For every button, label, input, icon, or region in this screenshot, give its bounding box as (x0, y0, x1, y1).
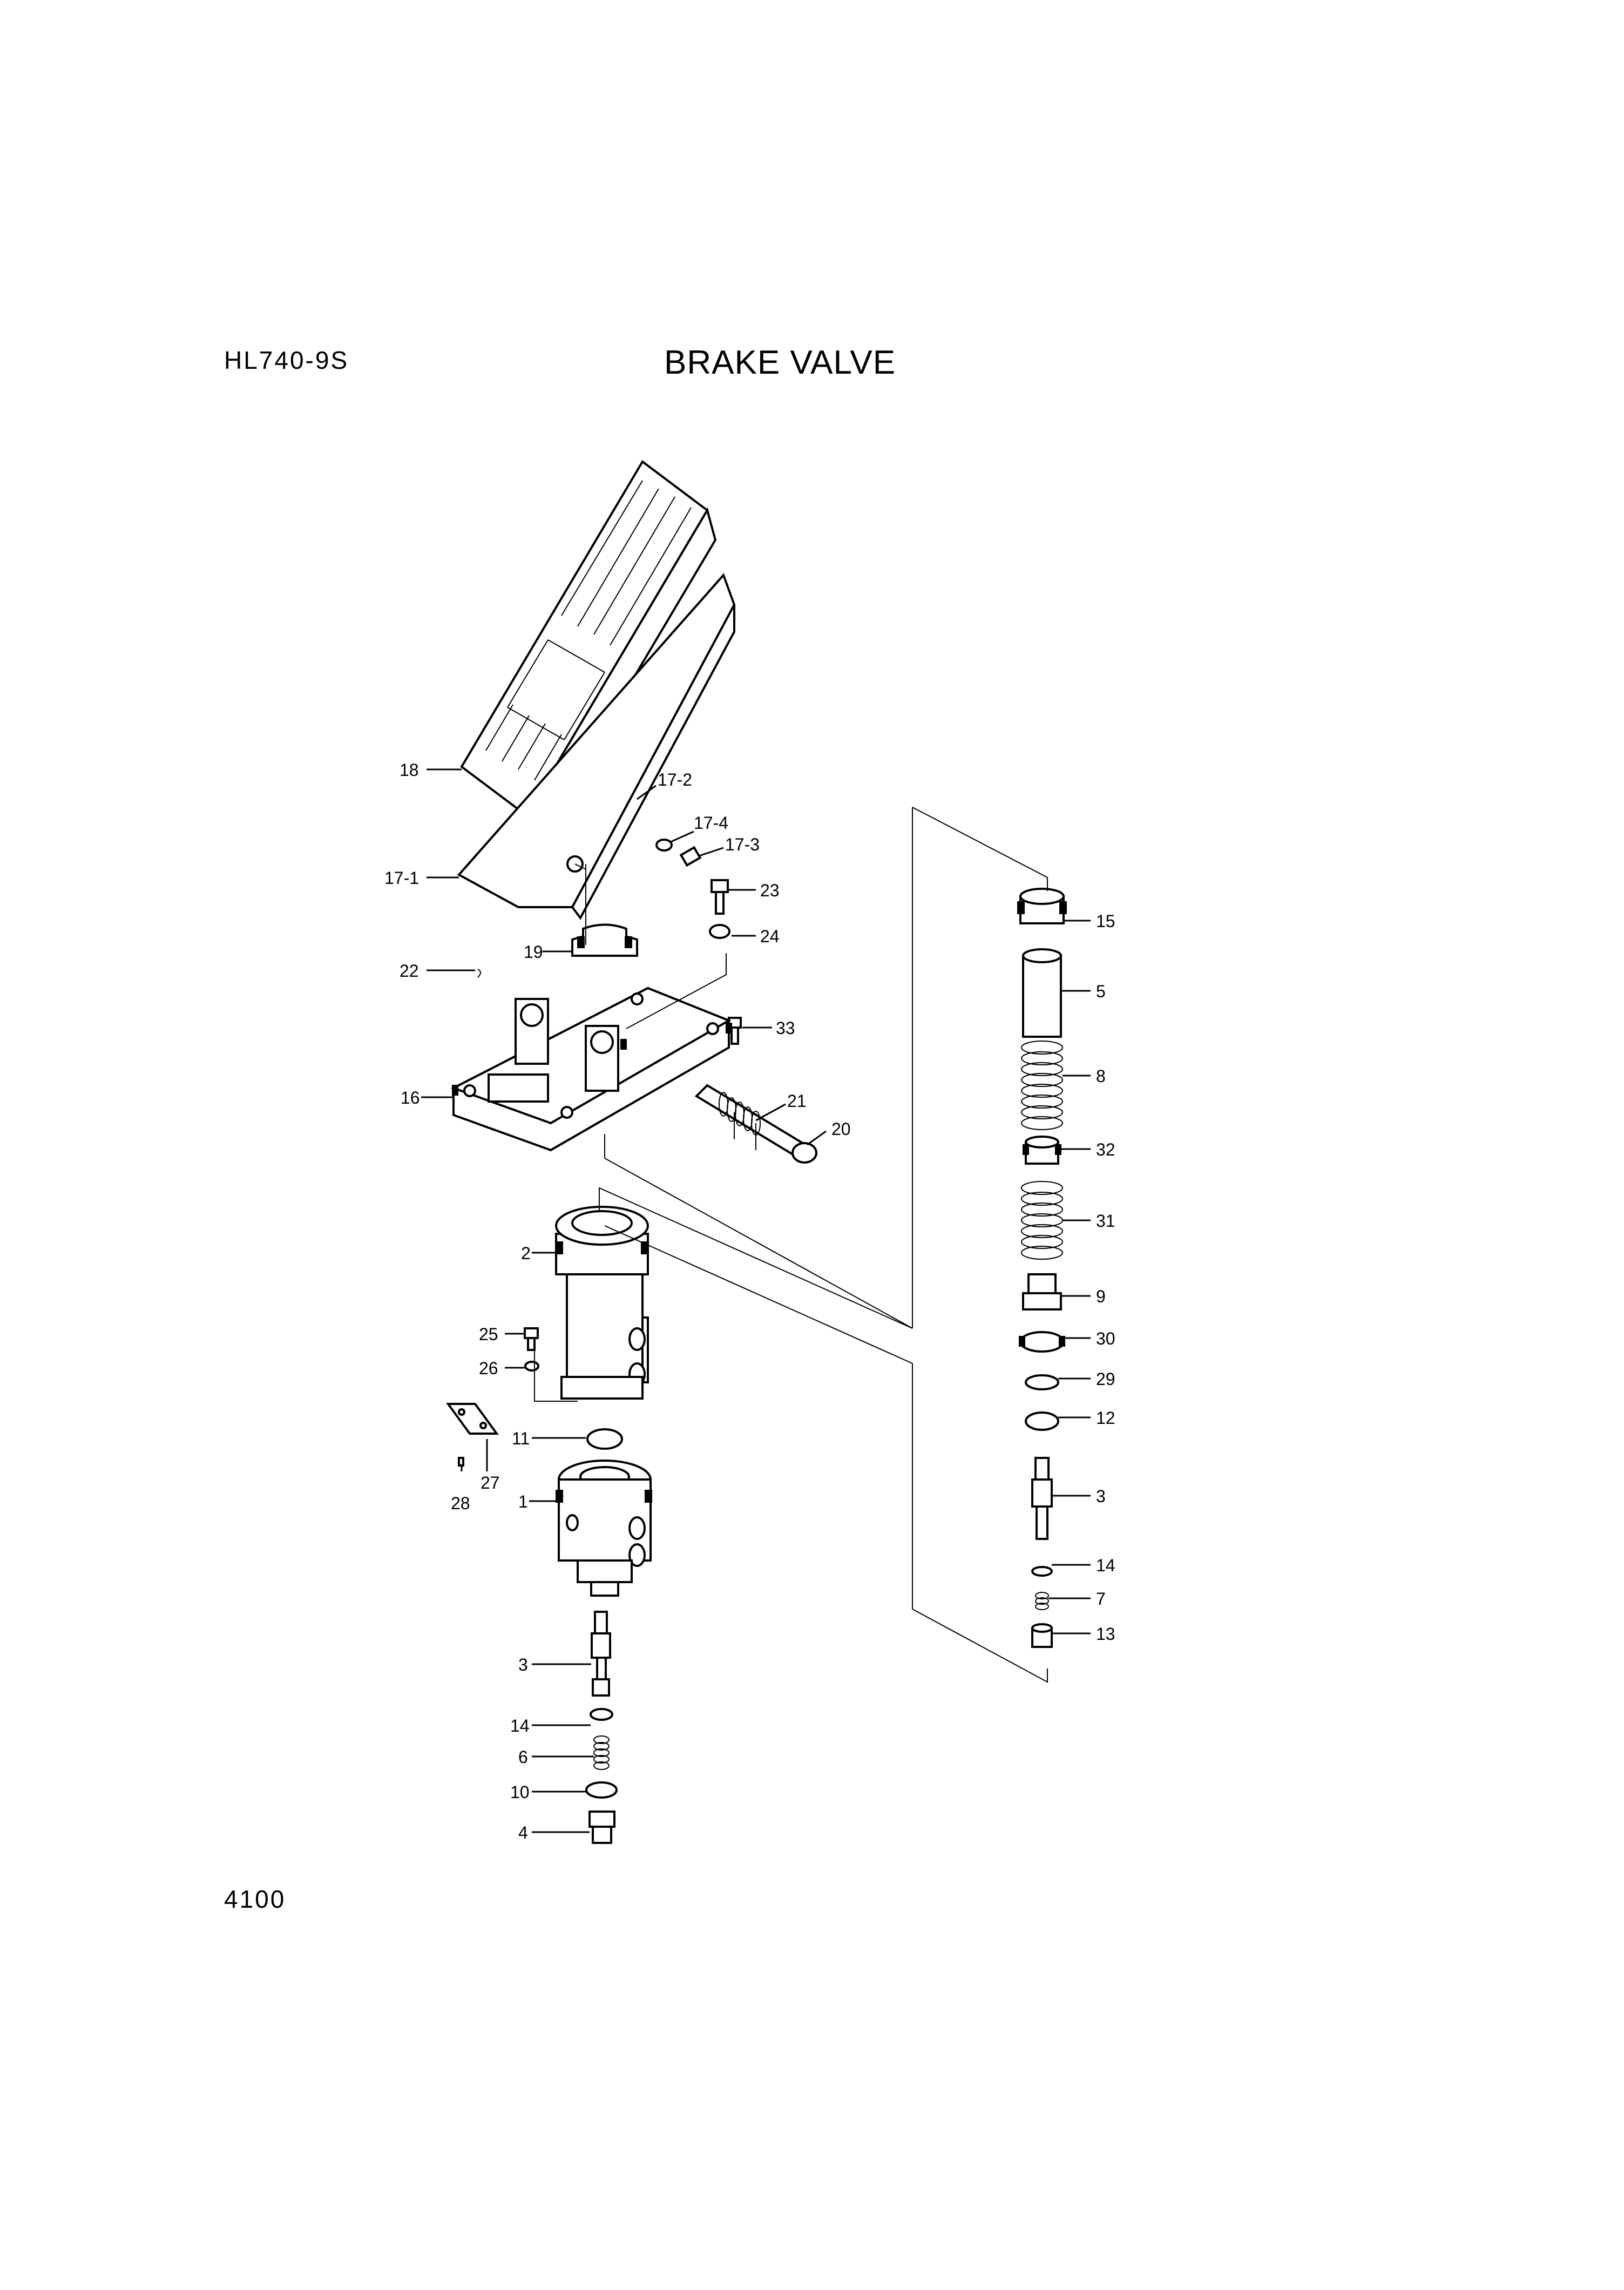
callout-30: 30 (1096, 1329, 1115, 1348)
callout-12: 12 (1096, 1408, 1115, 1428)
callout-14-right: 14 (1096, 1556, 1115, 1575)
callout-25: 25 (479, 1325, 498, 1344)
callout-3-right: 3 (1096, 1487, 1106, 1506)
clip-part (477, 969, 481, 978)
callout-22: 22 (400, 961, 419, 981)
pedal-lever-part (457, 573, 736, 920)
assembly-guide-lines (534, 807, 1048, 1683)
pivot-pin-part (694, 1084, 817, 1164)
callout-31: 31 (1096, 1211, 1115, 1231)
callout-14-left: 14 (510, 1716, 530, 1735)
callout-28: 28 (451, 1494, 470, 1513)
right-spool-stack (1017, 888, 1067, 1648)
callout-8: 8 (1096, 1066, 1106, 1086)
callout-32: 32 (1096, 1140, 1115, 1159)
name-plate-part (446, 1403, 499, 1467)
page-number: 4100 (224, 1885, 286, 1913)
callout-5: 5 (1096, 982, 1106, 1001)
callout-3-left: 3 (518, 1655, 528, 1674)
left-spool-stack (585, 1611, 618, 1844)
bolt-parts (524, 1327, 539, 1372)
callout-7: 7 (1096, 1589, 1106, 1609)
callout-16: 16 (401, 1088, 420, 1107)
callout-labels: 18 17-2 17-4 17-3 17-1 23 24 19 22 33 16… (384, 760, 1115, 1842)
callout-17-3: 17-3 (725, 835, 760, 854)
callout-18: 18 (400, 760, 419, 780)
callout-23: 23 (760, 881, 780, 900)
callout-27: 27 (481, 1473, 500, 1492)
upper-housing-part (555, 1206, 649, 1400)
callout-15: 15 (1096, 911, 1115, 931)
o-ring-part (586, 1428, 623, 1450)
base-plate-part (450, 987, 732, 1152)
callout-33: 33 (776, 1018, 795, 1038)
callout-17-2: 17-2 (658, 770, 692, 789)
callout-13: 13 (1096, 1624, 1115, 1644)
callout-24: 24 (760, 927, 780, 946)
callout-6: 6 (518, 1747, 528, 1767)
model-code: HL740-9S (224, 346, 349, 374)
callout-10: 10 (510, 1782, 530, 1802)
boot-part (571, 923, 638, 957)
callout-2: 2 (521, 1244, 531, 1263)
callout-11: 11 (512, 1429, 530, 1448)
callout-9: 9 (1096, 1287, 1106, 1306)
callout-4: 4 (518, 1823, 528, 1842)
leader-lines (421, 768, 1091, 1833)
callout-17-1: 17-1 (384, 868, 419, 888)
callout-1: 1 (518, 1492, 528, 1511)
callout-21: 21 (787, 1091, 807, 1111)
callout-17-4: 17-4 (694, 813, 728, 833)
callout-29: 29 (1096, 1369, 1115, 1389)
screw-parts (655, 839, 742, 1045)
callout-19: 19 (524, 942, 543, 962)
lower-housing-part (556, 1460, 652, 1597)
page-title: BRAKE VALVE (664, 344, 896, 381)
callout-20: 20 (831, 1119, 851, 1139)
callout-26: 26 (479, 1359, 498, 1378)
